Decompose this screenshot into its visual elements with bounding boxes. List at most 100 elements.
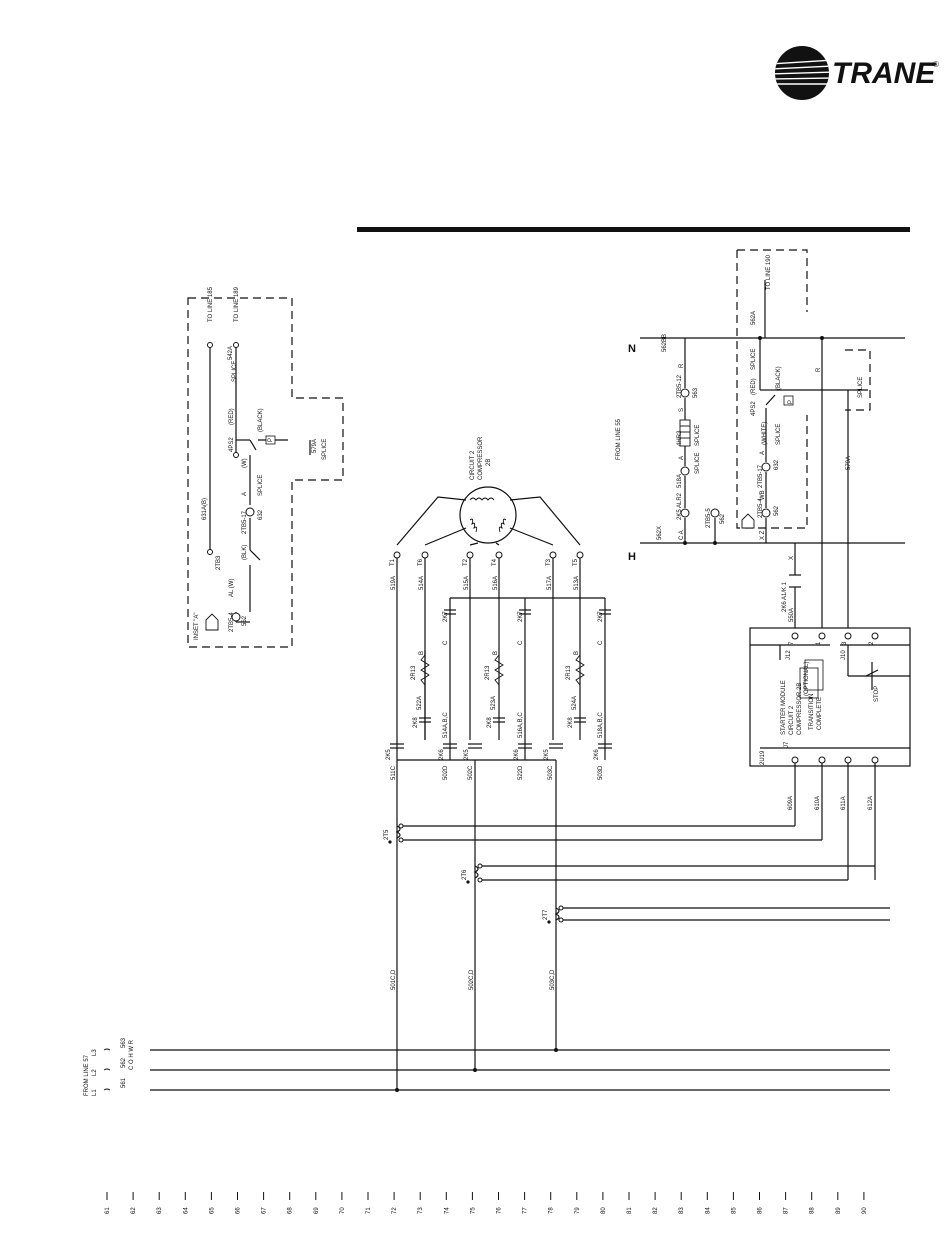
ruler-line-number: 70 [340, 1207, 346, 1214]
starter-title: STARTER MODULE [781, 680, 787, 735]
terminal-block [710, 508, 720, 518]
inset-border [187, 297, 344, 648]
wire-label: 562 [121, 1057, 127, 1068]
control-label: 632 [774, 459, 780, 470]
terminal-block [761, 462, 771, 472]
ruler-line-number: 88 [810, 1207, 816, 1214]
terminal-label: T4 [492, 558, 498, 566]
control-label: 518A [677, 474, 683, 488]
control-label: 562X [657, 526, 663, 540]
control-label: 579A [846, 456, 852, 470]
compressor-2b: CIRCUIT 2 COMPRESSOR 2B [396, 436, 581, 546]
control-label: X Z [760, 530, 766, 540]
line-label: L1 [92, 1089, 98, 1096]
wire-label: 518A,B,C [598, 712, 604, 738]
wire-label: 561 [121, 1077, 127, 1088]
line-label: L3 [92, 1049, 98, 1056]
starter-label: J7 [784, 741, 790, 748]
control-symbol-icon [741, 513, 755, 529]
starter-label: COMPLETE [817, 697, 823, 730]
ruler-line-number: 65 [209, 1207, 215, 1214]
control-label: C A [679, 530, 685, 540]
resistor-2r13 [494, 654, 504, 686]
wire-label: 514A,B,C [443, 712, 449, 738]
inset-label: 2TB5-4 [229, 612, 235, 632]
pressure-switch-icon [265, 435, 276, 445]
component-label: B [493, 651, 499, 655]
wire-label: 563 [121, 1037, 127, 1048]
terminal-label: T5 [573, 558, 579, 566]
starter-label: 7 [789, 641, 795, 645]
control-label: FROM LINE 55 [616, 418, 622, 460]
component-label: 2T7 [543, 909, 549, 920]
control-label: SPLICE [776, 424, 782, 445]
component-label: 2T6 [462, 869, 468, 880]
control-label: R [679, 363, 685, 368]
ruler-line-number: 87 [784, 1207, 790, 1214]
wire-label: 503C,D [550, 969, 556, 990]
ruler-line-number: 83 [679, 1207, 685, 1214]
wire-label: 516A,B,C [518, 712, 524, 738]
wire-label: 503D [598, 765, 604, 780]
starter-label: 611A [841, 796, 847, 810]
inset-a: TO LINE 185 TO LINE 189 SPLICE 542A (RED… [187, 286, 344, 648]
control-dashed-box [736, 249, 808, 529]
control-label: 4PS2 [751, 401, 757, 416]
component-label: 2K8 [568, 717, 574, 728]
inset-label: 579A [312, 439, 318, 453]
inset-terminal [207, 342, 213, 348]
wire-label: 503C [548, 765, 554, 780]
registered-mark: ® [933, 60, 939, 69]
ruler-line-number: 76 [497, 1207, 503, 1214]
terminal-label: T3 [546, 558, 552, 566]
compressor-label: 2B [486, 459, 492, 466]
terminal-label: T6 [418, 558, 424, 566]
control-label: SPLICE [751, 349, 757, 370]
ruler-line-number: 69 [314, 1207, 320, 1214]
line-label: L2 [92, 1069, 98, 1076]
control-label: 2TB5-4 [758, 498, 764, 518]
control-label: SPLICE [858, 377, 864, 398]
wire-color-label: C O H W R [129, 1039, 135, 1070]
current-transformer-2t7 [547, 905, 890, 924]
trane-globe-icon [775, 46, 829, 100]
control-label: R [816, 367, 822, 372]
component-label: 2K7 [443, 611, 449, 622]
ruler-line-number: 63 [157, 1207, 163, 1214]
control-label: 562BB [662, 334, 668, 352]
component-label: 2R13 [485, 665, 491, 680]
inset-terminal-block [231, 612, 241, 622]
control-label: WB [760, 490, 766, 500]
wire-label: 501C,D [391, 969, 397, 990]
starter-module-box [749, 627, 911, 767]
starter-label: 612A [868, 796, 874, 810]
compressor-label: CIRCUIT 2 [470, 450, 476, 480]
starter-label: 3 [842, 641, 848, 645]
ruler-line-number: 86 [758, 1207, 764, 1214]
wire-label: 522D [518, 765, 524, 780]
neutral-label: N [628, 343, 636, 355]
starter-label: 2 [869, 641, 875, 645]
control-label: 563 [693, 387, 699, 398]
control-label: (BLACK) [776, 366, 782, 390]
inset-label: P [268, 438, 274, 442]
inset-label: A [242, 492, 248, 496]
inset-terminal-block [245, 507, 255, 517]
ruler-line-number: 68 [288, 1207, 294, 1214]
control-circuit: N H FROM LINE 55 562BB R 562X 562A TO LI… [616, 249, 905, 628]
inset-label: 631A(B) [202, 498, 208, 520]
component-label: 2K5 [544, 749, 550, 760]
resistor-2r13 [420, 654, 430, 686]
hot-label: H [628, 551, 636, 563]
component-label: B [574, 651, 580, 655]
control-label: A [679, 456, 685, 460]
wire-label: 519A [391, 576, 397, 590]
component-label: 2K8 [487, 717, 493, 728]
component-label: B [419, 651, 425, 655]
ruler-line-number: 82 [653, 1207, 659, 1214]
starter-module: J12 J10 7 1 3 2 (OPTIONAL) STOP STARTER … [749, 627, 911, 880]
ruler-line-number: 85 [731, 1207, 737, 1214]
splice-dashed-box [845, 349, 871, 411]
ruler-line-number: 75 [470, 1207, 476, 1214]
